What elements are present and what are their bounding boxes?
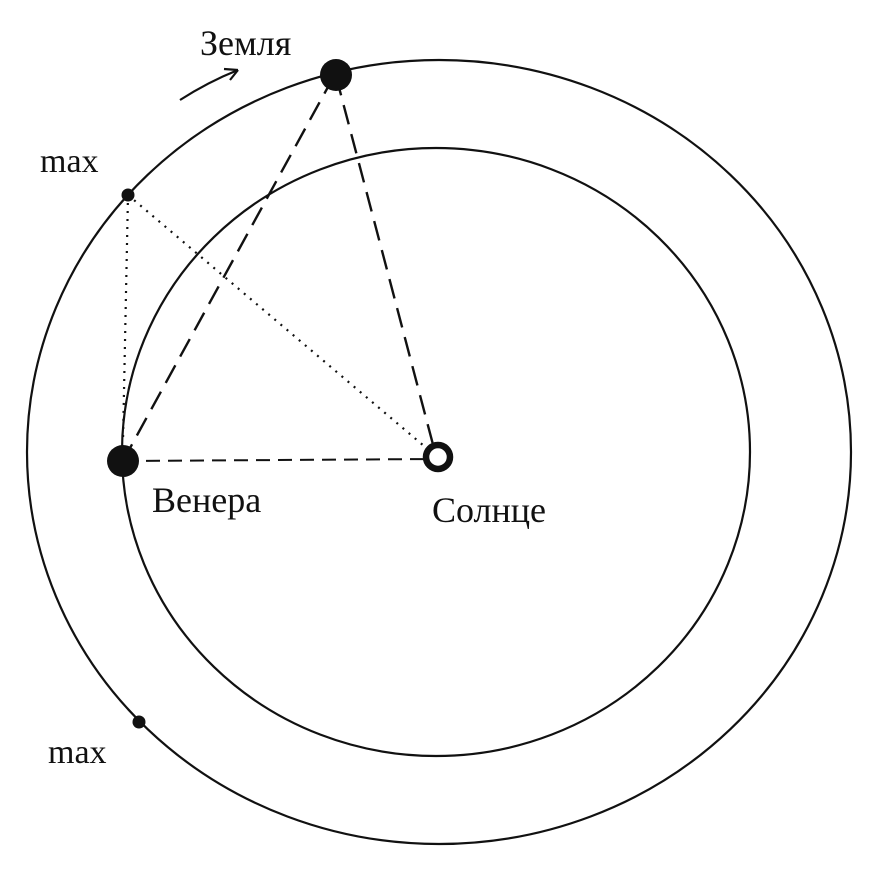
orbit-direction-arrow	[179, 67, 239, 101]
earth-orbit	[25, 58, 853, 846]
sun-marker	[422, 441, 454, 473]
max-label-top: max	[40, 143, 99, 180]
max-label-bottom: max	[48, 734, 107, 771]
max-point-top	[121, 188, 135, 202]
venus-sun-line	[123, 458, 437, 462]
earth-label: Земля	[200, 23, 291, 63]
max-point-bottom	[132, 715, 146, 729]
earth-dot	[320, 59, 352, 91]
venus-label: Венера	[152, 480, 261, 520]
earth-sun-line	[334, 75, 438, 457]
sun-label: Солнце	[432, 490, 546, 530]
max-venus-dotted-line	[121, 194, 130, 441]
venus-dot	[107, 445, 139, 477]
earth-venus-line	[122, 75, 336, 460]
max-sun-dotted-line	[127, 194, 425, 447]
